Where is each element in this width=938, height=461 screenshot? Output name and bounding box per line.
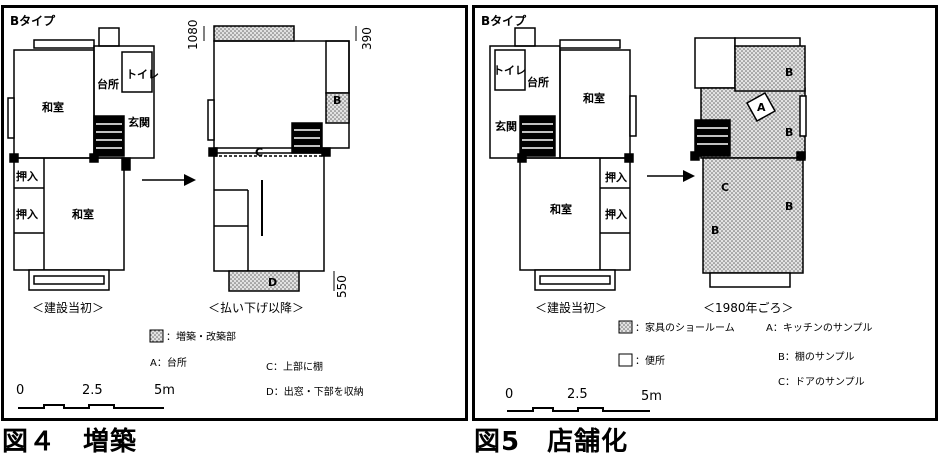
type-label: Bタイプ [481,14,527,28]
room-oshiire-2: 押入 [16,207,38,221]
dim-1080: 1080 [186,19,200,50]
svg-text:0: 0 [16,383,24,398]
legend-a: A：台所 [150,356,187,369]
plan-before [489,27,637,291]
marker-b: B [333,94,341,107]
figure-4-caption: 図４ 増築 [2,427,138,457]
legend-c: C：上部に棚 [266,360,323,373]
plan-after [203,25,357,292]
room-toire: トイレ [126,68,159,81]
marker-c: C [721,181,729,194]
dim-390: 390 [360,27,374,50]
legend-b: B：棚のサンプル [778,350,855,363]
room-washitsu-top: 和室 [583,91,605,105]
room-oshiire-1: 押入 [16,169,38,183]
subtitle-after: ＜1980年ごろ＞ [703,300,794,315]
legend-hatched: ：増築・改築部 [166,330,236,343]
marker-b-3: B [785,200,793,213]
room-genkan: 玄関 [495,119,517,133]
room-washitsu-bottom: 和室 [72,207,94,221]
legend: ：家具のショールーム A：キッチンのサンプル ：便所 B：棚のサンプル C：ドア… [618,320,873,388]
legend-hatch-swatch [618,320,633,334]
dim-550: 550 [335,275,349,298]
room-washitsu-bottom: 和室 [550,202,572,216]
room-daidokoro: 台所 [527,75,549,89]
arrow-right [142,174,196,186]
scale-bar: 0 2.5 5m [16,383,175,409]
figure-5-caption: 図5 店舗化 [474,427,629,457]
subtitle-before: ＜建設当初＞ [535,300,607,315]
marker-d: D [268,276,277,289]
scale-bar: 0 2.5 5m [505,387,662,412]
legend-plain: ：便所 [635,354,665,367]
figure-5-drawing: トイレ 台所 玄関 和室 押入 押入 和室 A B [489,27,873,412]
arrow-right [647,170,695,182]
room-oshiire-1: 押入 [605,170,627,184]
legend-c: C：ドアのサンプル [778,376,865,388]
marker-b-1: B [785,66,793,79]
legend: ：増築・改築部 A：台所 C：上部に棚 D：出窓・下部を収納 [149,329,364,398]
room-toire: トイレ [493,64,526,77]
legend-plain-swatch [618,353,633,367]
legend-d: D：出窓・下部を収納 [266,385,364,398]
room-daidokoro: 台所 [97,77,119,91]
subtitle-after: ＜払い下げ以降＞ [208,301,304,315]
svg-text:5m: 5m [641,389,662,404]
figure-4-panel: Bタイプ 和室 台所 トイレ 玄関 押入 [1,5,468,421]
legend-hatched: ：家具のショールーム [635,321,735,334]
room-washitsu-top: 和室 [42,100,64,114]
figure-4-drawing: 和室 台所 トイレ 玄関 押入 押入 和室 [7,19,374,409]
room-oshiire-2: 押入 [605,207,627,221]
svg-text:0: 0 [505,387,513,402]
plan-after [690,37,807,288]
room-genkan: 玄関 [128,115,150,129]
marker-b-2: B [785,126,793,139]
plan-before [7,27,155,291]
figure-5-panel: Bタイプ トイレ 台所 玄関 和室 押入 押入 [472,5,938,421]
subtitle-before: ＜建設当初＞ [32,300,104,315]
svg-text:5m: 5m [154,383,175,398]
type-label: Bタイプ [10,14,56,28]
marker-a: A [757,101,766,114]
svg-text:2.5: 2.5 [567,387,588,402]
svg-text:2.5: 2.5 [82,383,103,398]
legend-a: A：キッチンのサンプル [766,322,873,334]
marker-b-4: B [711,224,719,237]
legend-hatch-swatch [149,329,164,343]
marker-c: C [255,146,263,159]
